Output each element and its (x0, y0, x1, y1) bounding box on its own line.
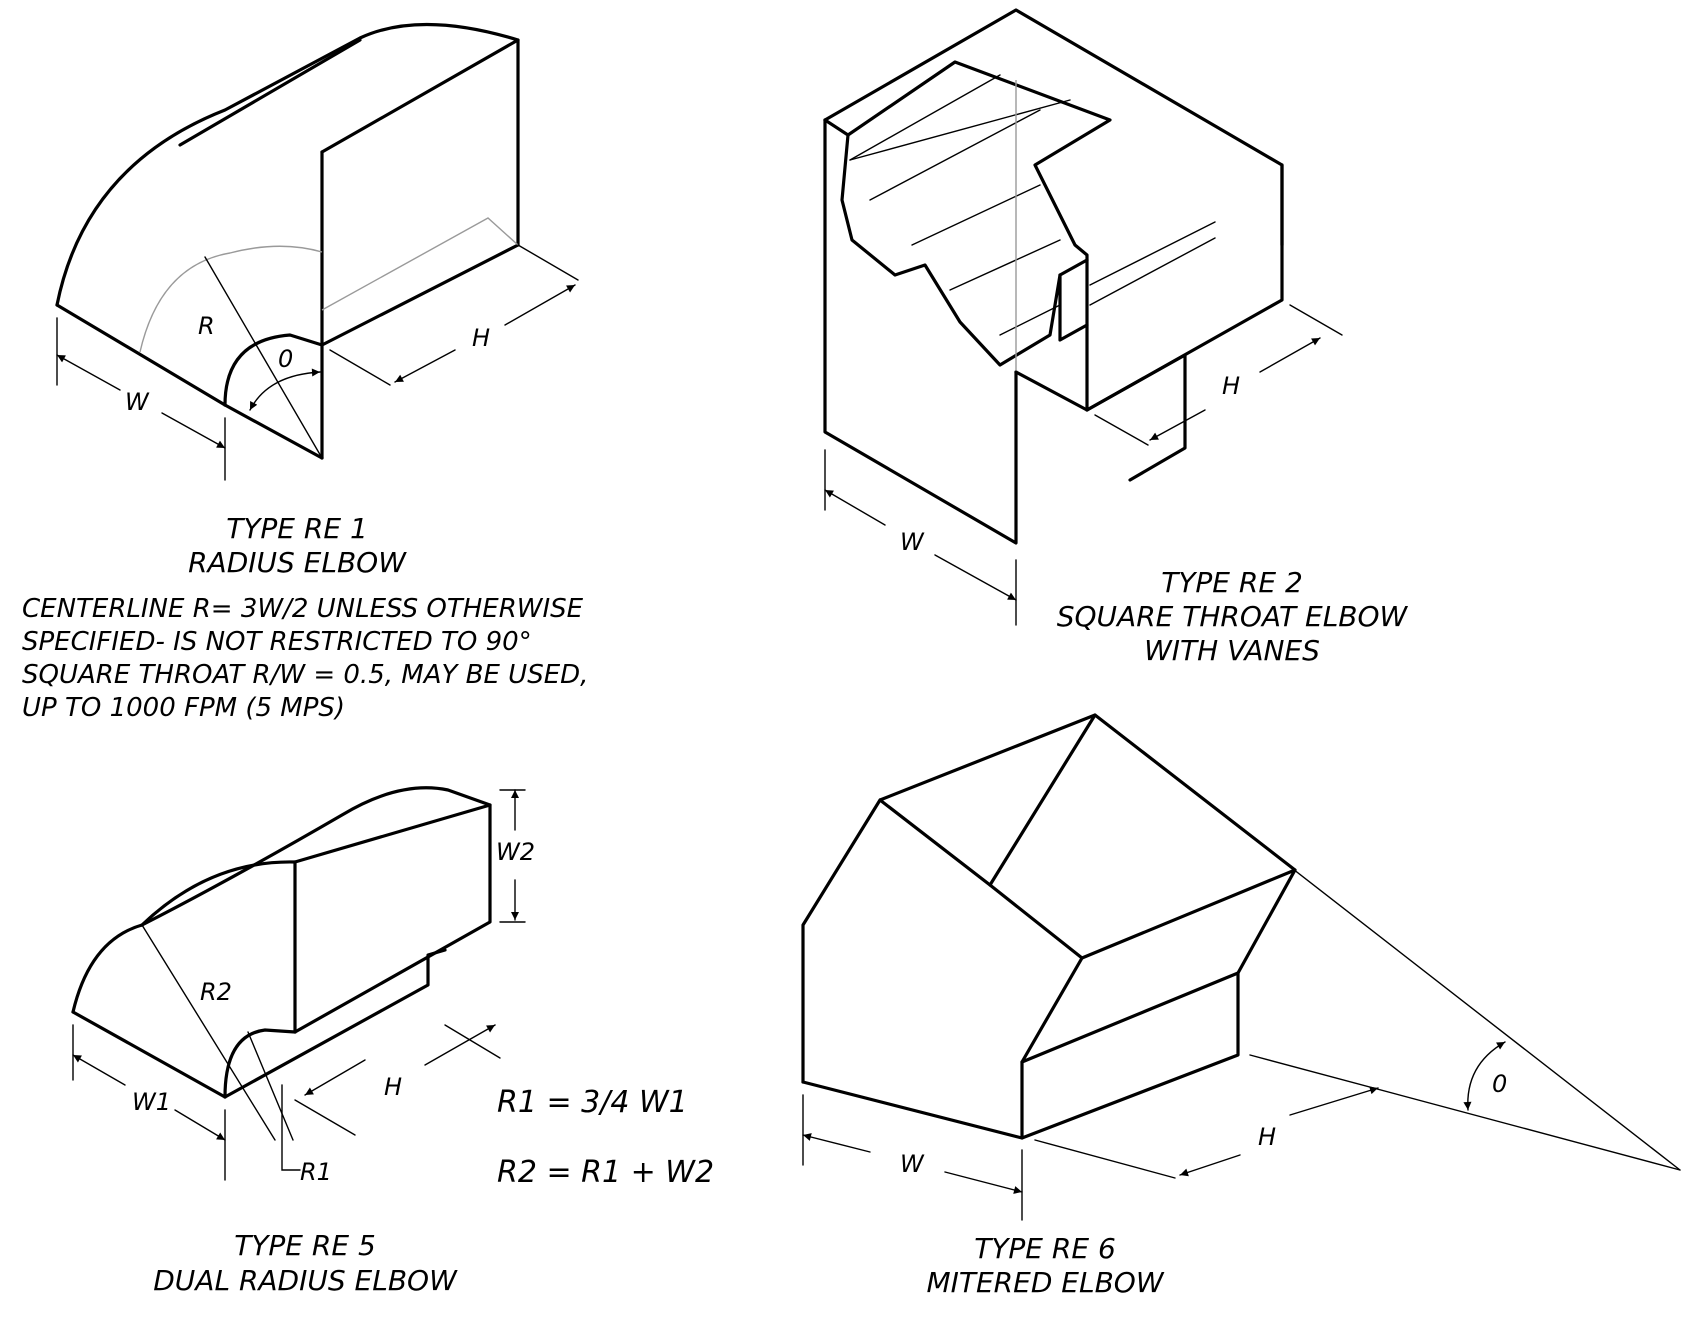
re2-cutaway-edge (823, 118, 1284, 412)
re2-subtitle-2: WITH VANES (1144, 634, 1320, 667)
re1-dim-theta: 0 (278, 345, 293, 373)
re2-title: TYPE RE 2 (1161, 566, 1303, 599)
re5-title: TYPE RE 5 (234, 1229, 376, 1262)
re5-r1-line (247, 1031, 294, 1141)
re1-angle-arc (249, 368, 321, 411)
re1-centerline-arc (139, 245, 323, 353)
re1-throat-arc (223, 333, 324, 407)
re6-dim-theta: 0 (1492, 1070, 1507, 1098)
re6-title: TYPE RE 6 (974, 1232, 1116, 1265)
re5-equation-1: R1 = 3/4 W1 (497, 1085, 688, 1120)
re1-dim-r: R (198, 312, 215, 340)
re2-dim-w: W (900, 528, 925, 556)
re5-throat-arc (223, 1028, 297, 1099)
re6-angle-arc (1463, 1041, 1506, 1111)
re1-outer-curve (55, 22, 520, 307)
re5-r2-line (141, 924, 276, 1141)
re1-dim-w: W (125, 388, 150, 416)
re1-subtitle: RADIUS ELBOW (188, 546, 407, 579)
re2-subtitle: SQUARE THROAT ELBOW (1057, 600, 1409, 633)
re1-dim-h: H (472, 324, 490, 352)
re6-subtitle: MITERED ELBOW (926, 1266, 1164, 1299)
re5-dim-r1: R1 (300, 1158, 332, 1186)
re2-dim-h: H (1222, 372, 1240, 400)
re5-figure (71, 786, 526, 1181)
re6-dim-h: H (1258, 1123, 1276, 1151)
re1-figure (55, 22, 579, 481)
re6-dim-w: W (900, 1150, 925, 1178)
re5-dim-h: H (384, 1073, 402, 1101)
re5-dim-w2: W2 (496, 838, 535, 866)
re1-note-line-1: CENTERLINE R= 3W/2 UNLESS OTHERWISE (22, 594, 584, 624)
re5-dim-w1: W1 (132, 1088, 171, 1116)
re1-title: TYPE RE 1 (226, 512, 368, 545)
re5-outer-curve (71, 923, 144, 1014)
re1-bottom-edge (55, 303, 227, 407)
re6-outline (801, 713, 1297, 1140)
re1-radius-line (204, 256, 323, 459)
re5-subtitle: DUAL RADIUS ELBOW (153, 1264, 458, 1297)
re1-note-line-3: SQUARE THROAT R/W = 0.5, MAY BE USED, (22, 660, 588, 690)
re5-dim-r2: R2 (200, 978, 232, 1006)
re5-equation-2: R2 = R1 + W2 (497, 1155, 714, 1190)
re1-note-line-4: UP TO 1000 FPM (5 MPS) (22, 693, 345, 723)
re6-figure (801, 713, 1681, 1221)
re1-note-line-2: SPECIFIED- IS NOT RESTRICTED TO 90° (22, 627, 532, 657)
re2-figure (823, 8, 1343, 626)
